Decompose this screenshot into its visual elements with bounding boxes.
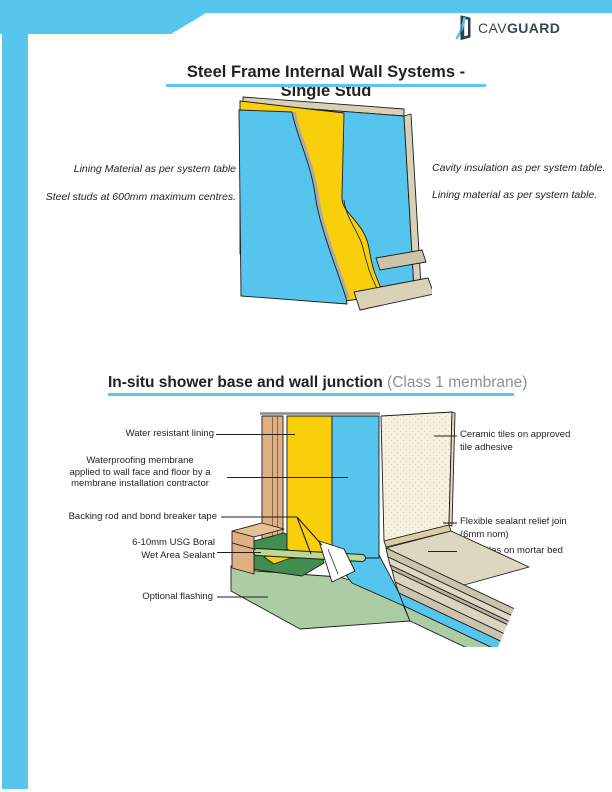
floor-tile-edge (385, 547, 530, 629)
callout-ceramic-tiles: Ceramic tiles on approved tile adhesive (460, 429, 590, 454)
membrane-line3: membrane installation contractor (71, 478, 209, 489)
callout-lining-material: Lining Material as per system table (73, 163, 236, 175)
mortar-layer-1 (387, 556, 530, 637)
callout-lining-material-right: Lining material as per system table. (432, 189, 598, 201)
callout-water-resistant-lining: Water resistant lining (125, 428, 214, 439)
brand-suffix: GUARD (506, 19, 561, 36)
cavguard-wordmark: CAVGUARD (478, 20, 560, 36)
section1-title: Steel Frame Internal Wall Systems - Sing… (186, 63, 466, 100)
bottom-track (353, 277, 432, 311)
section2-title-underline (108, 393, 514, 396)
section2-title-main: In-situ shower base and wall junction (108, 374, 383, 391)
sealant-fold-line (327, 548, 339, 575)
callout-optional-flashing: Optional flashing (142, 591, 213, 602)
callout-wet-area-sealant: 6-10mm USG Boral Wet Area Sealant (95, 537, 215, 562)
ceramic-line2: tile adhesive (460, 441, 513, 453)
membrane-line2: applied to wall face and floor by a (69, 466, 211, 478)
insulation-fold-line (343, 199, 381, 295)
top-accent-banner (0, 0, 612, 34)
relief-line1: Flexible sealant relief join (460, 516, 567, 527)
callout-waterproofing-membrane: Waterproofing membrane applied to wall f… (48, 455, 232, 490)
wet-area-sealant (318, 540, 356, 583)
shower-junction-diagram (216, 411, 530, 647)
bottom-track-back-lip (375, 249, 427, 271)
ceramic-tile-wall (380, 411, 453, 542)
ceramic-line1: Ceramic tiles on approved (460, 429, 571, 440)
callout-cavity-insulation: Cavity insulation as per system table. (432, 162, 606, 174)
section1-title-underline (166, 84, 486, 87)
panel-cut-edge (292, 111, 350, 299)
sealant-line2: Wet Area Sealant (141, 549, 215, 561)
cavguard-logo: CAVGUARD (454, 14, 560, 41)
water-resistant-lining (286, 415, 333, 559)
section2-title-note: (Class 1 membrane) (387, 374, 528, 391)
tile-wall-edge (448, 411, 456, 527)
left-accent-bar (2, 0, 28, 789)
membrane-under-tiles (398, 592, 530, 647)
bottom-rail-lower (231, 542, 255, 575)
leader-lines (216, 433, 457, 598)
leader-backing-rod (221, 516, 323, 555)
section2-title: In-situ shower base and wall junction (C… (108, 374, 527, 392)
tile-adhesive-strip (383, 524, 452, 548)
cavguard-door-icon (455, 15, 471, 41)
mortar-layer-2 (389, 564, 530, 642)
callout-steel-studs: Steel studs at 600mm maximum centres. (45, 191, 236, 203)
callout-backing-rod: Backing rod and bond breaker tape (68, 511, 217, 522)
wall-system-diagram (238, 96, 432, 311)
relief-line2: (6mm nom) (460, 528, 509, 540)
brand-prefix: CAV (478, 19, 507, 36)
waterproofing-membrane-wall (331, 415, 380, 559)
callout-relief-join: Flexible sealant relief join (6mm nom) (460, 516, 590, 541)
front-lining-panel (238, 109, 348, 305)
sealant-line1: 6-10mm USG Boral (132, 537, 215, 548)
flashing-under-tiles (403, 605, 530, 647)
callout-floor-tiles: Floor tiles on mortar bed (460, 545, 563, 556)
membrane-line1: Waterproofing membrane (86, 455, 194, 466)
